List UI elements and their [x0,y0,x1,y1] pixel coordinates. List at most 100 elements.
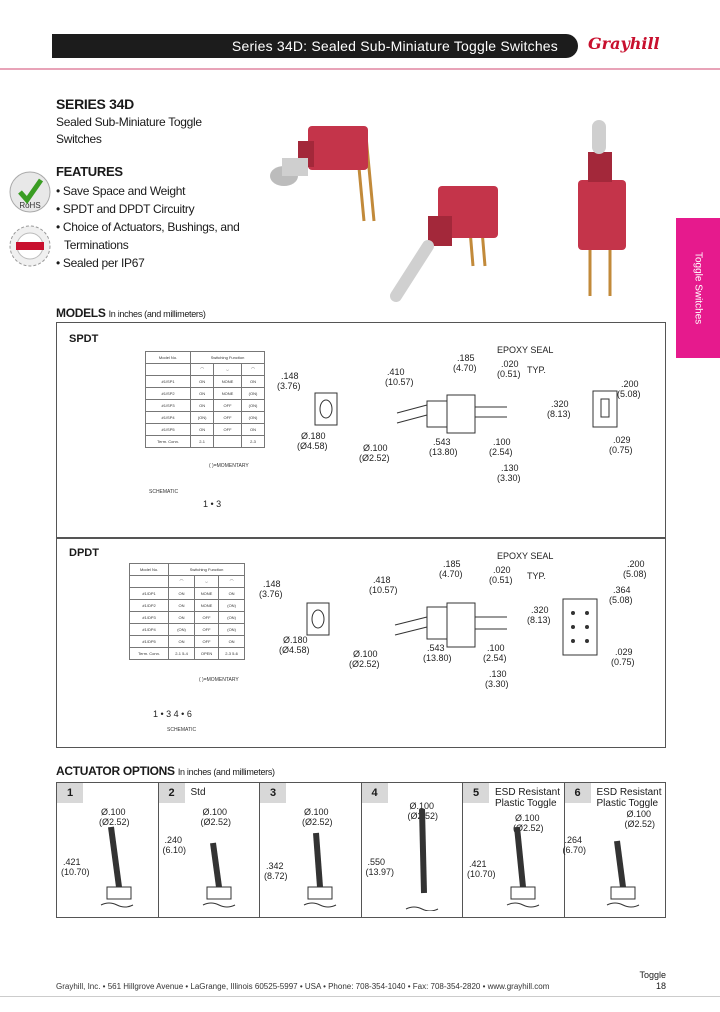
dimension-label: (8.13) [547,409,571,419]
actuator-grid: 1 Ø.100 (Ø2.52) .421 (10.70) 2 Std Ø.100… [56,782,666,918]
dimension-label: .320 [551,399,569,409]
table-cell: ON [240,375,266,388]
dimension-label: (5.08) [609,595,633,605]
page-number: 18 [655,981,666,991]
table-cell: OFF [193,635,220,648]
feature-item: • SPDT and DPDT Circuitry [56,202,195,216]
models-title: MODELS In inches (and millimeters) [56,306,206,320]
table-cell: ON [218,635,245,648]
actuator-drawing [100,826,134,908]
table-cell: #1/DP1 [128,587,170,600]
grayhill-logo: Grayhill [588,34,660,53]
table-cell: Model No. [144,351,192,364]
dimension-label: .020 [493,565,511,575]
table-row: #1/DP4(ON)OFF(ON) [128,623,245,636]
dimension-label: Ø.100 [101,807,126,817]
dpdt-label: DPDT [69,547,99,559]
table-cell: OFF [213,423,242,436]
actuator-number: 4 [361,783,388,803]
dimension-label: .130 [489,669,507,679]
dimension-label: .421 [469,859,487,869]
header-title: Series 34D: Sealed Sub-Miniature Toggle … [231,38,558,54]
switch-photo-2 [390,186,498,302]
grayhill-seal-icon [9,225,51,267]
features-list: • Save Space and Weight • SPDT and DPDT … [56,182,266,272]
table-cell: #1/SP3 [144,399,192,412]
actuator-option: 4 Ø.100 (Ø2.52) .550 (13.97) [361,783,463,917]
table-row: Model No.Switching Function [144,351,265,364]
table-row: Model No.Switching Function [128,563,245,576]
actuator-drawing [606,840,639,908]
actuator-drawing [303,832,337,908]
dimension-label: (2.54) [489,447,513,457]
spdt-dimension-drawing [314,390,618,434]
table-cell: (ON) [168,623,195,636]
dimension-label: .421 [63,857,81,867]
actuator-option: 2 Std Ø.100 (Ø2.52) .240 (6.10) [158,783,260,917]
spdt-panel: SPDT Model No.Switching Function ⌒⌵⌒ #1/… [56,322,666,538]
dimension-label: .148 [263,579,281,589]
actuator-number: 1 [57,783,83,803]
toggle-pos-icon: ⌒ [218,575,245,588]
dimension-label: (2.54) [483,653,507,663]
header-bar: Series 34D: Sealed Sub-Miniature Toggle … [52,34,578,58]
dimension-label: .200 [627,559,645,569]
feature-item: • Sealed per IP67 [56,256,145,270]
actuator-number: 3 [260,783,286,803]
dimension-label: (0.75) [611,657,635,667]
actuator-drawing [405,808,438,911]
table-cell: OFF [213,411,242,424]
table-cell: ON [240,423,266,436]
table-cell: (ON) [218,599,245,612]
actuator-option: 6 ESD Resistant Plastic Toggle Ø.100 (Ø2… [563,783,666,917]
table-cell: (ON) [240,399,266,412]
spdt-schematic-pins: 1 • 3 [203,499,222,509]
spdt-momentary-note: ( )=MOMENTARY [209,463,249,469]
series-subtitle: Sealed Sub-Miniature Toggle Switches [56,115,202,146]
table-cell: Switching Function [168,563,245,576]
table-cell: ON [168,599,195,612]
dimension-label: (3.30) [497,473,521,483]
footer-section: Toggle [639,970,666,980]
table-cell: 2-3 [240,435,266,448]
dimension-label: Ø.100 [626,809,652,819]
dimension-label: (Ø4.58) [297,441,328,451]
dimension-label: (6.10) [162,845,187,855]
table-cell: 2-1 [190,435,215,448]
models-units: In inches (and millimeters) [108,309,206,319]
toggle-pos-icon: ⌒ [240,363,266,376]
table-cell: Term. Conn. [128,647,170,660]
side-tab[interactable]: Toggle Switches [676,218,720,358]
actuator-drawing [202,842,235,908]
dimension-label: Ø.100 [409,801,435,811]
table-cell: #1/DP2 [128,599,170,612]
dpdt-panel: DPDT Model No.Switching Function ⌒⌵⌒ #1/… [56,538,666,748]
dimension-label: (13.80) [429,447,458,457]
dimension-label: .364 [613,585,631,595]
table-cell: 2-1 5-4 [168,647,195,660]
table-cell: (ON) [240,387,266,400]
table-cell: ON [190,423,215,436]
table-cell: ON [168,587,195,600]
table-cell: NONE [213,375,242,388]
svg-text:RoHS: RoHS [19,201,40,210]
dimension-label: (13.97) [365,867,395,877]
dimension-label: Ø.100 [363,443,388,453]
dimension-label: .543 [433,437,451,447]
table-cell: Model No. [128,563,170,576]
toggle-pos-icon: ⌵ [193,575,220,588]
dimension-label: (10.57) [385,377,414,387]
table-cell: ON [168,635,195,648]
dimension-label: (0.51) [489,575,513,585]
toggle-pos-icon: ⌒ [168,575,195,588]
features-title: FEATURES [56,164,123,179]
dimension-label: .240 [164,835,183,845]
dimension-label: Ø.180 [283,635,308,645]
